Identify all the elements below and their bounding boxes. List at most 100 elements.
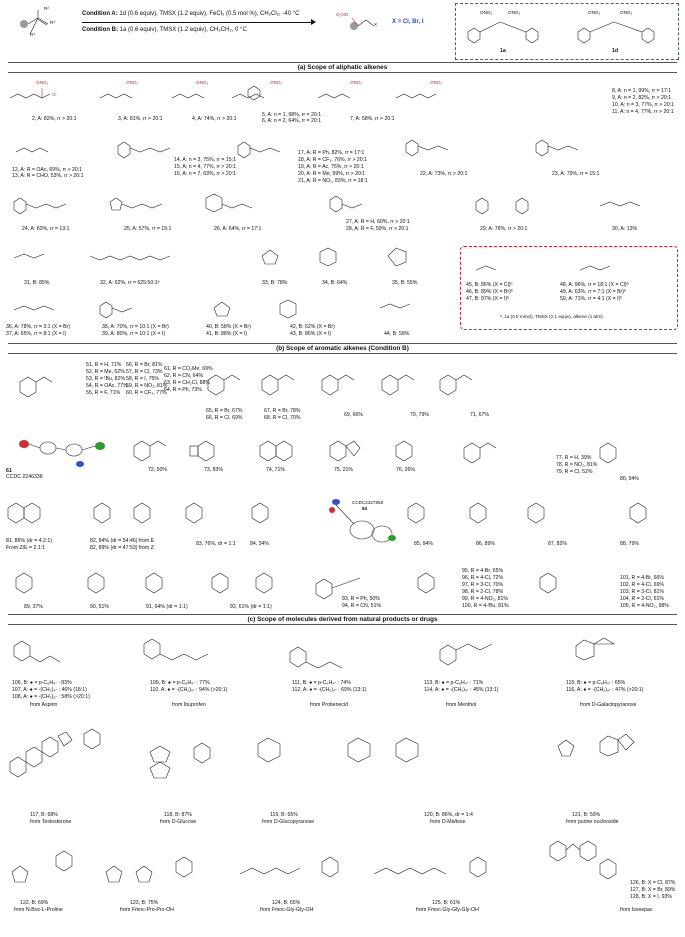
- compound-95: 95, R = 4-Br, 65%: [462, 568, 504, 574]
- source-glucose: from D-Glucose: [160, 819, 197, 825]
- aliphatic-row2-structures: [15, 139, 579, 159]
- compound-119: 119, B: 65%: [270, 812, 298, 818]
- source-purine-nucleoside: from purine nucleoside: [566, 819, 619, 825]
- compound-67: 67, R = Br, 78%: [264, 408, 301, 414]
- compound-46: 46, B: 89% (X = Br)ᵇ: [466, 289, 513, 295]
- compound-17: 17, A: R = Ph, 82%, rr = 17:1: [298, 150, 365, 156]
- compound-71: 71, 67%: [470, 412, 490, 418]
- compound-86: 86, 89%: [476, 541, 496, 547]
- compound-22: 22, A: 73%, rr > 20:1: [420, 171, 468, 177]
- condition-a: Condition A: 1d (0.6 equiv), TMSX (1.2 e…: [82, 10, 299, 18]
- reagent-box: [455, 3, 679, 60]
- compound-6: 6, A: n = 2, 64%, rr = 20:1: [262, 118, 322, 124]
- compound-80: 80, 94%: [620, 476, 640, 482]
- reagent-1d-ono2-right: ONO₂: [620, 10, 633, 15]
- aliphatic-row3-structures: [13, 193, 641, 215]
- compound-77: 77, R = H, 39%: [556, 455, 592, 461]
- ono2-label: ONO₂: [350, 80, 363, 85]
- condition-b: Condition B: 1a (0.6 equiv), TMSX (1.2 e…: [82, 26, 247, 34]
- arrow-head: [311, 19, 316, 25]
- compound-61: 61, R = CO₂Me, 69%: [164, 366, 213, 372]
- compound-107: 107, A: ● = -(CH₂)₄- : 46% (18:1): [12, 687, 87, 693]
- compound-55: 55, R = F, 71%: [86, 390, 121, 396]
- source-boc-proline: from N-Boc-L-Proline: [14, 907, 63, 913]
- compound-65: 65, R = Br, 67%: [206, 408, 243, 414]
- compound-56: 56, R = Br, 81%: [126, 362, 163, 368]
- compound-49: 49, A: 63%, rr = 7:1 (X = Br)ᵇ: [560, 289, 626, 295]
- compound-70: 70, 79%: [410, 412, 430, 418]
- compound-78: 78, R = NO₂, 81%: [556, 462, 598, 468]
- compound-102: 102, R = 4-Cl, 69%: [620, 582, 664, 588]
- compound-41: 41, B: 88% (X = I): [206, 331, 248, 337]
- compound-48: 48, A: 96%, rr = 18:1 (X = Cl)ᵇ: [560, 282, 629, 288]
- compound-128: 128, B: X = I, 93%: [630, 894, 672, 900]
- cl-label: Cl: [52, 92, 57, 97]
- reagent-1d-structure: [577, 21, 655, 44]
- compound-91: 91, 64% (dr = 1:1): [146, 604, 188, 610]
- compound-94: 94, R = CN, 51%: [342, 603, 382, 609]
- compound-97: 97, R = 3-Cl, 70%: [462, 582, 504, 588]
- compound-66: 66, R = Cl, 69%: [206, 415, 243, 421]
- compound-36: 36, A: 78%, rr = 3:1 (X = Br): [6, 324, 71, 330]
- reagent-1a-ono2-left: ONO₂: [480, 10, 493, 15]
- compound-100: 100, R = 4-ᵗBu, 81%: [462, 603, 509, 609]
- compound-104: 104, R = 2-Cl, 61%: [620, 596, 664, 602]
- compound-72: 72, 50%: [148, 467, 168, 473]
- product-structure: [350, 17, 375, 30]
- source-probenecid: from Probenecid: [310, 702, 349, 708]
- ccdc-84: CCDC2327858: [352, 500, 384, 505]
- divider: [8, 624, 677, 625]
- source-glucopyranose: from D-Glucopyranose: [262, 819, 315, 825]
- product-x: X: [374, 22, 378, 27]
- compound-32: 32, A: 62%, rr = 625:50:1ᵃ: [100, 280, 160, 286]
- compound-111: 111, B: ● = p-C₆H₄- : 74%: [292, 680, 351, 686]
- compound-37: 37, A: 65%, rr = 8:1 (X = I): [6, 331, 67, 337]
- natural-row1-structures: [13, 637, 616, 669]
- condition-b-label: Condition B:: [82, 27, 118, 33]
- ono2-label: ONO₂: [270, 80, 283, 85]
- compound-84: 84, 34%: [250, 541, 270, 547]
- compound-60: 60, R = CF₃, 77%: [126, 390, 167, 396]
- compound-24: 24, A: 83%, rr = 13:1: [22, 226, 70, 232]
- compound-58: 58, R = I, 75%: [126, 376, 160, 382]
- compound-114: 114, A: ● = -(CH₂)₄- : 45% (13:1): [424, 687, 499, 693]
- compound-90: 90, 51%: [90, 604, 110, 610]
- ono2-label: ONO₂: [430, 80, 443, 85]
- divider: [8, 614, 677, 615]
- source-galactopyranose: from D-Galactopyranose: [580, 702, 637, 708]
- x-equals-label: X = Cl, Br, I: [392, 19, 424, 25]
- compound-14: 14, A: n = 3, 75%, rr = 15:1: [174, 157, 237, 163]
- compound-63: 63, R = CH₂Cl, 88%: [164, 380, 210, 386]
- divider: [8, 353, 677, 354]
- compound-81-text: 81, 86% (dr = 4.2:1): [6, 538, 52, 544]
- compound-121: 121, B: 59%: [572, 812, 601, 818]
- compound-109: 109, B: ● = p-C₆H₄- : 77%: [150, 680, 210, 686]
- compound-9: 9, A: n = 2, 82%, rr > 20:1: [612, 95, 672, 101]
- compound-45: 45, B: 86% (X = Cl)ᵇ: [466, 282, 513, 288]
- reagent-1a-ono2-right: ONO₂: [508, 10, 521, 15]
- section-b-title: (b) Scope of aromatic alkenes (Condition…: [276, 345, 409, 352]
- compound-7: 7, A: 58%, rr > 20:1: [350, 116, 395, 122]
- aromatic-row1-structures: [19, 374, 473, 398]
- compound-21: 21, A: R = NO₂, 83%, rr = 18:1: [298, 178, 368, 184]
- compound-81: 81, 86% (dr = 4.2:1): [6, 538, 52, 544]
- compound-12: 12, A: R = OAc, 69%, rr > 20:1: [12, 167, 83, 173]
- aromatic-row2-structures: [133, 440, 617, 464]
- compound-51: 51, R = H, 71%: [86, 362, 122, 368]
- compound-26: 26, A: 64%, rr = 17:1: [214, 226, 262, 232]
- compound-53: 53, R = ᵗBu, 82%: [86, 376, 126, 382]
- aliphatic-row4-structures: [13, 247, 407, 267]
- compound-30: 30, A: 13%: [612, 226, 638, 232]
- crystal-structure-84: [329, 499, 396, 543]
- compound-5: 5, A: n = 1, 98%, rr = 20:1: [262, 112, 322, 118]
- source-fmoc-pro-pro: from Fmoc-Pro-Pro-OH: [120, 907, 174, 913]
- compound-92: 92, 61% (dr = 1:1): [230, 604, 272, 610]
- compound-35: 35, B: 55%: [392, 280, 418, 286]
- compound-16: 16, A: n = 7, 63%, rr > 20:1: [174, 171, 237, 177]
- condition-b-text: 1a (0.6 equiv), TMSX (1.2 equiv), CH₃CH₂…: [118, 27, 247, 33]
- compound-76: 76, 26%: [396, 467, 416, 473]
- compound-99: 99, R = 4-NO₂, 81%: [462, 596, 508, 602]
- source-menthol: from Menthol: [446, 702, 477, 708]
- natural-row2-structures: [9, 728, 635, 779]
- r2-label: R²: [44, 6, 49, 11]
